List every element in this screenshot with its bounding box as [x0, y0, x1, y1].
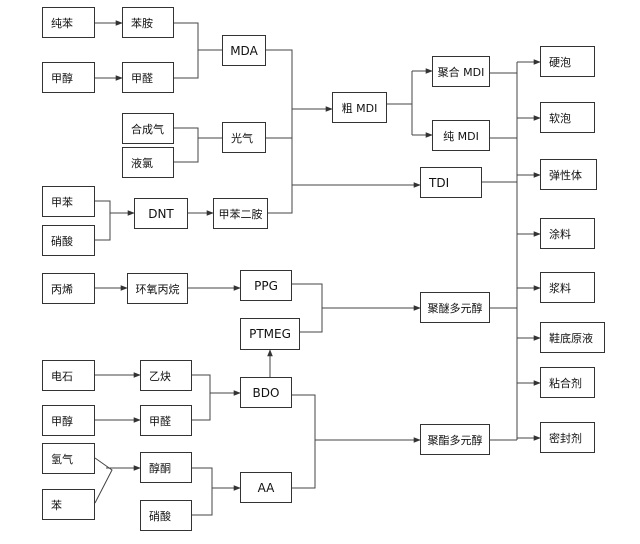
node-bingxi: 丙烯 [42, 273, 95, 304]
node-ppg: PPG [240, 270, 292, 301]
node-guangqi: 光气 [222, 122, 266, 153]
node-xiediyuanye: 鞋底原液 [540, 322, 605, 353]
node-cu-mdi: 粗 MDI [332, 92, 387, 123]
node-nianheji: 粘合剂 [540, 367, 595, 398]
node-chun-mdi: 纯 MDI [432, 120, 490, 151]
node-benan: 苯胺 [122, 7, 174, 38]
node-jiaben-erhan: 甲苯二胺 [213, 198, 268, 229]
node-yingpao: 硬泡 [540, 46, 595, 77]
node-jiachun: 甲醇 [42, 62, 95, 93]
node-xiaosuan: 硝酸 [42, 225, 95, 256]
node-jiaben: 甲苯 [42, 186, 95, 217]
node-dnt: DNT [134, 198, 188, 229]
node-tuliao: 涂料 [540, 218, 595, 249]
node-mifengji: 密封剂 [540, 422, 595, 453]
node-aa: AA [240, 472, 292, 503]
node-tanxingti: 弹性体 [540, 159, 597, 190]
node-chunben: 纯苯 [42, 7, 95, 38]
node-huanyang-bingwan: 环氧丙烷 [127, 273, 188, 304]
node-xiaosuan-2: 硝酸 [140, 500, 192, 531]
node-qingqi: 氢气 [42, 443, 95, 474]
node-jumi-duoyuanchun: 聚醚多元醇 [420, 292, 490, 323]
node-juhe-mdi: 聚合 MDI [432, 56, 490, 87]
node-ruanpao: 软泡 [540, 102, 595, 133]
node-jiaquan-2: 甲醛 [140, 405, 192, 436]
node-tdi: TDI [420, 167, 482, 198]
node-mda: MDA [222, 35, 266, 66]
node-chuntong: 醇酮 [140, 452, 192, 483]
node-jiangliao: 浆料 [540, 272, 595, 303]
node-bdo: BDO [240, 377, 292, 408]
node-dianshi: 电石 [42, 360, 95, 391]
node-ben: 苯 [42, 489, 95, 520]
node-hechengqi: 合成气 [122, 113, 174, 144]
node-ptmeg: PTMEG [240, 318, 300, 350]
node-yelv: 液氯 [122, 147, 174, 178]
node-jiaquan: 甲醛 [122, 62, 174, 93]
node-jiachun-2: 甲醇 [42, 405, 95, 436]
node-juzhi-duoyuanchun: 聚酯多元醇 [420, 424, 490, 455]
node-yiyan: 乙炔 [140, 360, 192, 391]
